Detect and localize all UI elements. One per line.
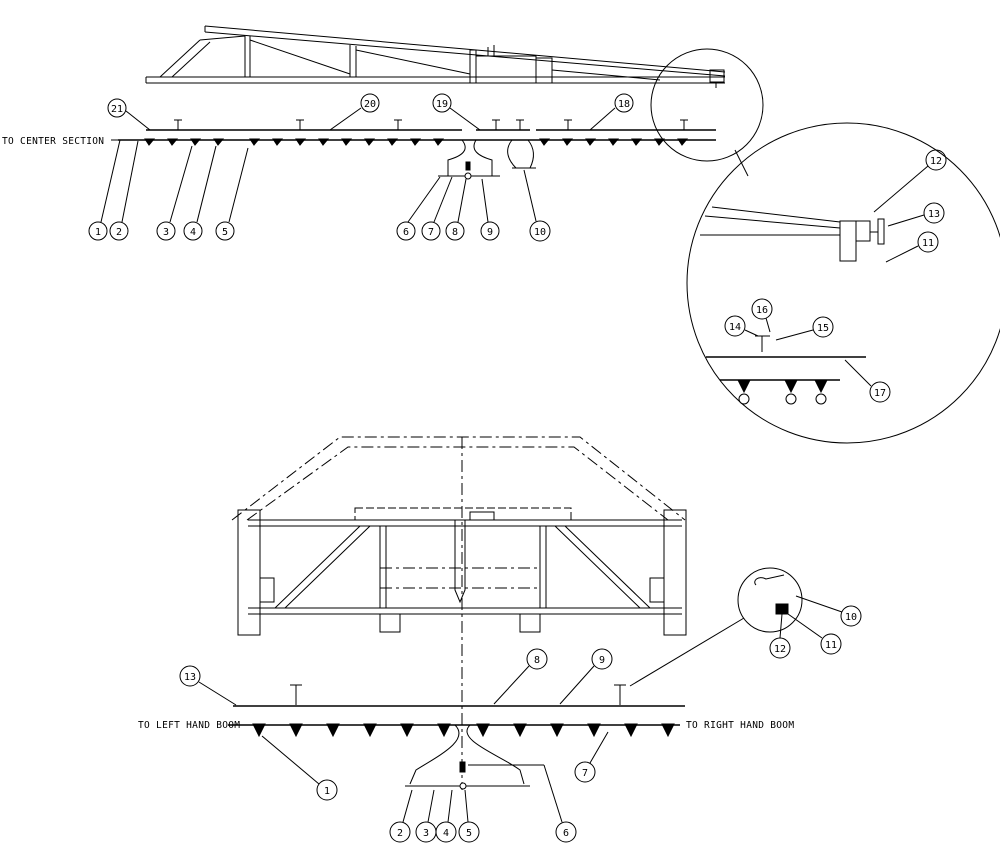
callout-5: 5 bbox=[215, 147, 249, 241]
detail-view bbox=[686, 122, 1000, 444]
top-spray-bars bbox=[118, 119, 716, 180]
svg-text:15: 15 bbox=[817, 323, 829, 334]
boom-truss bbox=[145, 25, 726, 88]
svg-text:17: 17 bbox=[874, 388, 886, 399]
svg-text:13: 13 bbox=[928, 209, 940, 220]
callout-9: 9 bbox=[480, 178, 500, 241]
svg-text:13: 13 bbox=[184, 672, 196, 683]
callout-13-bottom: 13 bbox=[179, 665, 237, 706]
svg-text:6: 6 bbox=[563, 828, 569, 839]
label-to-right-hand-boom: TO RIGHT HAND BOOM bbox=[686, 720, 794, 731]
svg-text:7: 7 bbox=[428, 227, 434, 238]
bottom-spray-bars bbox=[228, 567, 803, 790]
svg-text:8: 8 bbox=[452, 227, 458, 238]
svg-text:1: 1 bbox=[95, 227, 101, 238]
svg-text:2: 2 bbox=[116, 227, 122, 238]
callouts-bottom: 13 8 9 10 11 12 1 bbox=[179, 595, 862, 843]
svg-text:7: 7 bbox=[582, 768, 588, 779]
svg-text:11: 11 bbox=[825, 640, 837, 651]
callout-7: 7 bbox=[421, 176, 453, 241]
callout-10-bottom: 10 bbox=[795, 595, 862, 627]
svg-text:8: 8 bbox=[534, 655, 540, 666]
svg-text:9: 9 bbox=[599, 655, 605, 666]
callouts-top: 21 20 19 18 1 2 3 bbox=[88, 93, 634, 242]
svg-text:5: 5 bbox=[222, 227, 228, 238]
svg-text:10: 10 bbox=[845, 612, 857, 623]
callout-14-detail: 14 bbox=[724, 315, 759, 337]
label-to-center-section: TO CENTER SECTION bbox=[2, 136, 104, 147]
callout-17-detail: 17 bbox=[844, 359, 891, 403]
callout-4: 4 bbox=[183, 145, 217, 241]
callout-2: 2 bbox=[109, 140, 139, 241]
center-frame bbox=[231, 436, 687, 790]
svg-text:19: 19 bbox=[436, 99, 448, 110]
svg-text:12: 12 bbox=[774, 644, 786, 655]
callout-4-bottom: 4 bbox=[435, 789, 457, 843]
detail-target-circle bbox=[650, 48, 764, 162]
callout-21: 21 bbox=[107, 98, 151, 131]
svg-text:2: 2 bbox=[397, 828, 403, 839]
callout-6-bottom: 6 bbox=[468, 764, 577, 843]
svg-text:4: 4 bbox=[190, 227, 196, 238]
callout-8-bottom: 8 bbox=[493, 648, 548, 705]
callout-12-bottom: 12 bbox=[769, 613, 791, 659]
callout-13-detail: 13 bbox=[887, 202, 945, 227]
callout-9-bottom: 9 bbox=[559, 648, 613, 705]
callout-3-bottom: 3 bbox=[415, 789, 437, 843]
label-to-left-hand-boom: TO LEFT HAND BOOM bbox=[138, 720, 240, 731]
callout-3: 3 bbox=[156, 145, 193, 241]
callouts-detail: 12 13 11 16 14 15 17 bbox=[724, 149, 947, 403]
svg-text:4: 4 bbox=[443, 828, 449, 839]
callout-8: 8 bbox=[445, 178, 467, 241]
callout-5-bottom: 5 bbox=[458, 789, 480, 843]
svg-text:11: 11 bbox=[922, 238, 934, 249]
svg-text:18: 18 bbox=[618, 99, 630, 110]
callout-11-detail: 11 bbox=[885, 231, 939, 263]
callout-12-detail: 12 bbox=[873, 149, 947, 213]
callout-1: 1 bbox=[88, 139, 121, 241]
svg-text:1: 1 bbox=[324, 786, 330, 797]
svg-text:16: 16 bbox=[756, 305, 768, 316]
callout-19: 19 bbox=[432, 93, 481, 131]
callout-2-bottom: 2 bbox=[389, 789, 413, 843]
svg-text:21: 21 bbox=[111, 104, 123, 115]
svg-text:20: 20 bbox=[364, 99, 376, 110]
svg-text:3: 3 bbox=[163, 227, 169, 238]
svg-text:9: 9 bbox=[487, 227, 493, 238]
callout-1-bottom: 1 bbox=[261, 735, 338, 801]
callout-16-detail: 16 bbox=[751, 298, 773, 333]
callout-6: 6 bbox=[396, 176, 441, 241]
svg-text:12: 12 bbox=[930, 156, 942, 167]
callout-7-bottom: 7 bbox=[574, 731, 609, 783]
callout-15-detail: 15 bbox=[775, 316, 834, 341]
callout-20: 20 bbox=[329, 93, 380, 131]
svg-text:5: 5 bbox=[466, 828, 472, 839]
svg-text:10: 10 bbox=[534, 227, 546, 238]
callout-18: 18 bbox=[589, 93, 634, 131]
svg-text:6: 6 bbox=[403, 227, 409, 238]
callout-10: 10 bbox=[523, 169, 551, 242]
callout-11-bottom: 11 bbox=[787, 613, 842, 655]
svg-text:14: 14 bbox=[729, 322, 741, 333]
svg-text:3: 3 bbox=[423, 828, 429, 839]
